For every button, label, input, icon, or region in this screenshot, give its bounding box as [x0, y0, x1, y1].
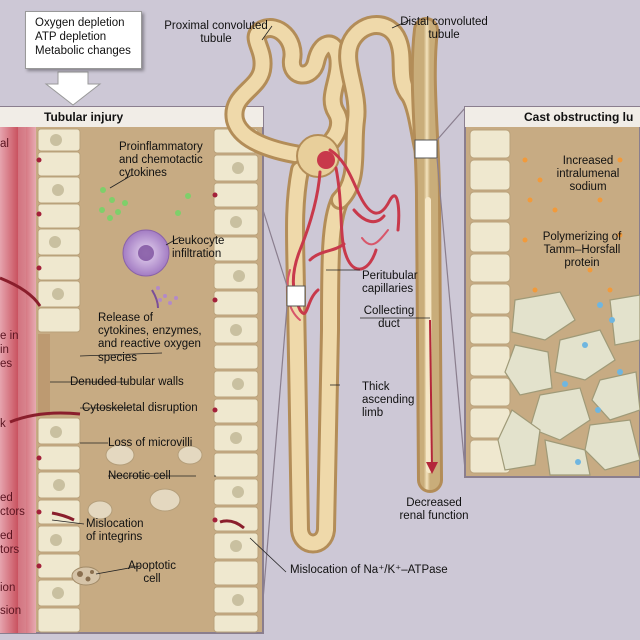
proximal-tubule-label: Proximal convoluted tubule	[164, 20, 268, 46]
cast-title-bar	[465, 107, 640, 127]
integrin-dots	[36, 157, 218, 569]
shed-cells	[87, 444, 203, 520]
trigger-metabolic: Metabolic changes	[35, 44, 131, 57]
cast-epithelium	[469, 129, 511, 474]
left-epithelium	[37, 128, 81, 633]
atpase-label: Mislocation of Na⁺/K⁺–ATPase	[290, 564, 448, 576]
left-sample-marker	[286, 285, 306, 307]
sodium-dots	[522, 157, 623, 293]
flow-arrow	[429, 319, 433, 471]
decreased-function-label: Decreased renal function	[399, 497, 469, 523]
cytokines-label: Proinflammatory and chemotactic cytokine…	[119, 141, 203, 180]
leader-lines	[50, 19, 430, 575]
edge-fragment: al	[0, 138, 9, 150]
nephron	[224, 15, 443, 554]
edge-fragment: ed	[0, 530, 13, 542]
microvilli-label: Loss of microvilli	[108, 437, 193, 449]
release-label: Release of cytokines, enzymes, and react…	[98, 312, 202, 364]
edge-fragment: e in	[0, 330, 19, 342]
denuded-label: Denuded tubular walls	[70, 376, 184, 388]
edge-fragment: k	[0, 418, 6, 430]
edge-fragment: ion	[0, 582, 16, 594]
edge-fragment: sion	[0, 605, 22, 617]
necrotic-label: Necrotic cell	[108, 470, 171, 482]
cast-panel	[464, 106, 640, 478]
panel-title-bar	[0, 107, 263, 127]
right-sample-marker	[414, 139, 438, 159]
collecting-duct-label: Collecting duct	[363, 305, 415, 331]
tubular-injury-title: Tubular injury	[44, 110, 124, 124]
sodium-label: Increased intralumenal sodium	[556, 155, 620, 194]
tubular-injury-panel	[0, 106, 264, 634]
integrins-label: Mislocation of integrins	[86, 518, 144, 544]
injury-triggers-box: Oxygen depletion ATP depletion Metabolic…	[25, 11, 142, 69]
distal-tubule-label: Distal convoluted tubule	[400, 16, 488, 42]
cytokine-dots	[99, 187, 191, 221]
tamm-horsfall-label: Polymerizing of Tamm–Horsfall protein	[542, 231, 622, 270]
apoptotic-label: Apoptotic cell	[128, 560, 176, 586]
edge-fragment: es	[0, 358, 13, 370]
edge-fragment: ctors	[0, 506, 25, 518]
edge-fragment: in	[0, 344, 9, 356]
cast-aggregate	[497, 291, 640, 476]
trigger-atp: ATP depletion	[35, 30, 107, 43]
peritubular-capillaries	[291, 148, 401, 315]
peritubular-label: Peritubular capillaries	[362, 270, 418, 296]
edge-fragment: tors	[0, 544, 20, 556]
down-arrow-icon	[44, 71, 102, 106]
cytoskeletal-label: Cytoskeletal disruption	[82, 402, 198, 414]
edge-fragment: ed	[0, 492, 13, 504]
right-nuclei	[230, 162, 245, 606]
cast-panel-title: Cast obstructing lu	[524, 110, 634, 124]
denuded-wall	[38, 334, 50, 416]
left-nuclei	[49, 134, 65, 599]
released-particles	[156, 286, 178, 305]
panel-arrows	[0, 276, 245, 530]
apoptotic-cell	[71, 566, 101, 586]
protein-dots	[562, 302, 623, 465]
thick-ascending-label: Thick ascending limb	[362, 381, 415, 420]
panel-connectors	[262, 107, 466, 601]
leukocyte-label: Leukocyte infiltration	[172, 235, 225, 261]
trigger-oxygen: Oxygen depletion	[35, 17, 125, 29]
